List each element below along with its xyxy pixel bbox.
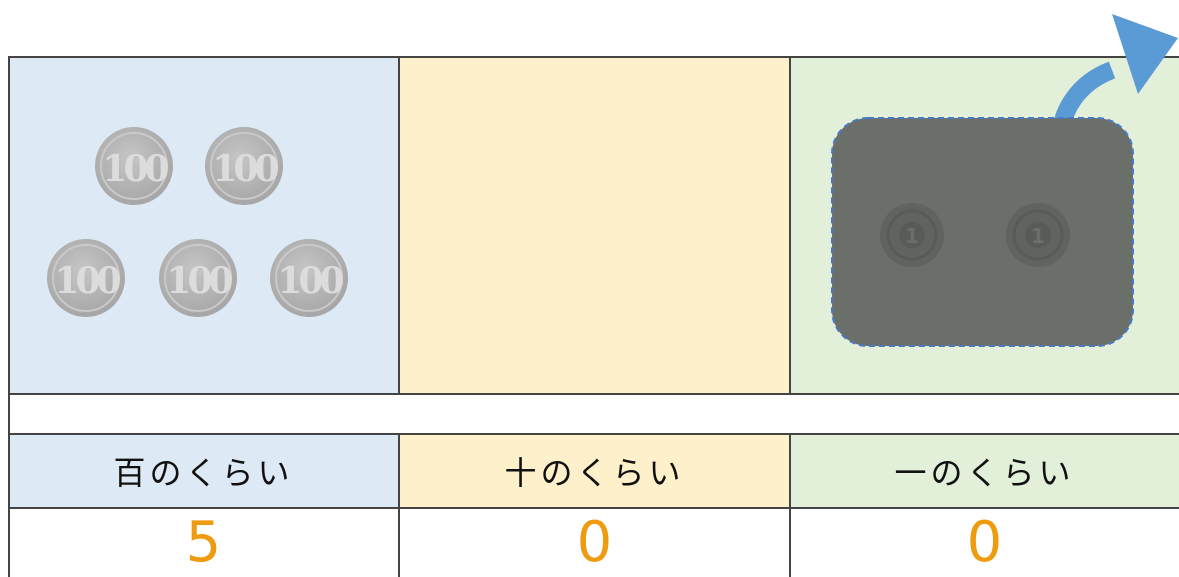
grid-line-divider-2-lower	[789, 433, 791, 577]
grid-line-top	[8, 56, 1179, 58]
coin-value-text: 100	[166, 260, 232, 302]
ones-place-label: 一のくらい	[894, 454, 1075, 492]
coin-value-text: 1	[1031, 224, 1045, 248]
hundred-yen-coin: 100	[47, 239, 125, 317]
hundred-yen-coin: 100	[159, 239, 237, 317]
coin-value-text: 100	[102, 148, 168, 190]
cover-box	[831, 117, 1134, 347]
grid-line-divider-1-lower	[398, 433, 400, 577]
hundreds-place-label: 百のくらい	[113, 454, 294, 492]
coin-value-text: 1	[905, 224, 919, 248]
hundreds-coin-area	[8, 56, 399, 394]
grid-line-divider-1-upper	[398, 56, 400, 394]
tens-digit: 0	[576, 510, 613, 575]
hundred-yen-coin: 100	[270, 239, 348, 317]
grid-line-divider-2-upper	[789, 56, 791, 394]
coin-value-text: 100	[212, 148, 278, 190]
hundreds-label-cell	[8, 434, 399, 508]
grid-line-labels-top	[8, 433, 1179, 435]
tens-label-cell	[399, 434, 790, 508]
grid-line-left-lower	[8, 433, 10, 577]
one-yen-coin: 1	[880, 203, 944, 267]
hundred-yen-coin: 100	[95, 127, 173, 205]
tens-place-label: 十のくらい	[504, 454, 685, 492]
ones-label-cell	[790, 434, 1179, 508]
coin-value-text: 100	[277, 260, 343, 302]
one-yen-coin: 1	[1006, 203, 1070, 267]
tens-coin-area	[399, 56, 790, 394]
grid-line-left-mid	[8, 393, 10, 435]
hundred-yen-coin: 100	[205, 127, 283, 205]
grid-line-left-upper	[8, 56, 10, 394]
hundreds-digit: 5	[185, 510, 222, 575]
grid-line-labels-bottom	[8, 507, 1179, 509]
coin-value-text: 100	[54, 260, 120, 302]
ones-digit: 0	[966, 510, 1003, 575]
grid-line-coins-bottom	[8, 393, 1179, 395]
